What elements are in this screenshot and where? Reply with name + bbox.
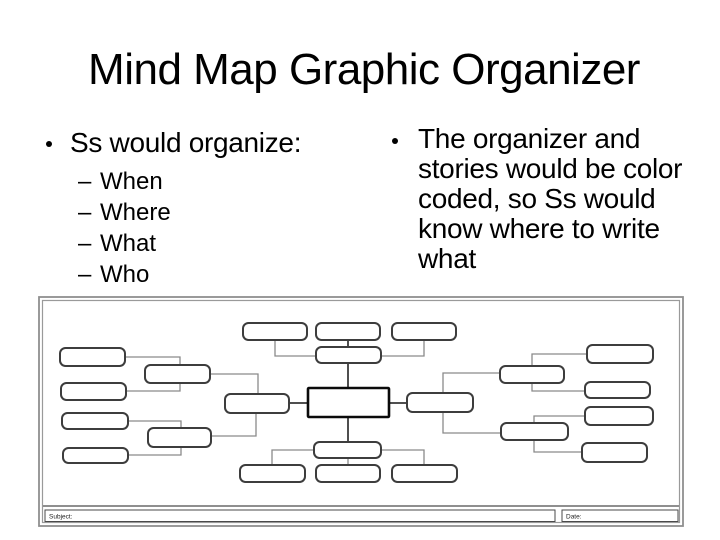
mind-map-connector	[531, 353, 587, 366]
subject-cell	[44, 509, 556, 522]
mind-map-box	[61, 412, 129, 430]
right-bullet-line: stories would be color	[418, 153, 683, 184]
right-bullet-line: coded, so Ss would	[418, 183, 656, 214]
mind-map-central-box	[306, 386, 391, 419]
mind-map-connector	[381, 449, 425, 465]
mind-map-box	[313, 441, 382, 459]
slide-title: Mind Map Graphic Organizer	[88, 45, 640, 94]
mind-map-box	[144, 364, 211, 384]
date-label: Date:	[566, 514, 582, 521]
sub-item-where: –Where	[78, 198, 171, 228]
mind-map-connector	[381, 340, 425, 357]
mind-map-connector	[274, 340, 316, 357]
right-bullet-line: what	[418, 243, 476, 274]
right-bullet-line: The organizer and	[418, 123, 641, 154]
mind-map-box	[584, 381, 651, 399]
mind-map-connector	[442, 372, 500, 393]
sub-item-who: –Who	[78, 260, 149, 290]
mind-map-outer-frame	[38, 296, 684, 527]
mind-map-box	[500, 422, 569, 441]
mind-map-graph	[59, 322, 654, 483]
mind-map-box	[406, 392, 474, 413]
sub-item-what: –What	[78, 229, 156, 259]
dash-icon: –	[78, 261, 92, 288]
dash-icon: –	[78, 168, 92, 195]
mind-map-connector	[125, 356, 181, 365]
mind-map-connector	[271, 449, 314, 465]
mind-map-image: Subject: Date:	[38, 296, 684, 527]
mind-map-box	[584, 406, 654, 426]
mind-map-svg: Subject: Date:	[38, 296, 684, 527]
bullet-icon	[46, 141, 52, 147]
right-bullet-line: know where to write	[418, 213, 660, 244]
right-bullet-text: The organizer and stories would be color…	[418, 124, 708, 274]
mind-map-box	[315, 346, 382, 364]
dash-icon: –	[78, 230, 92, 257]
mind-map-box	[315, 322, 381, 341]
mind-map-box	[239, 464, 306, 483]
sub-item-label: Where	[100, 199, 171, 226]
mind-map-box	[62, 447, 129, 464]
sub-item-label: When	[100, 168, 163, 195]
mind-map-box	[499, 365, 565, 384]
mind-map-box	[147, 427, 212, 448]
mind-map-connector	[128, 447, 182, 456]
mind-map-box	[242, 322, 308, 341]
mind-map-box	[59, 347, 126, 367]
mind-map-connector	[126, 383, 181, 392]
mind-map-connector	[128, 420, 182, 428]
mind-map-box	[60, 382, 127, 401]
mind-map-connector	[210, 373, 259, 394]
mind-map-box	[224, 393, 290, 414]
mind-map-box	[581, 442, 648, 463]
bullet-icon	[392, 138, 398, 144]
mind-map-box	[391, 322, 457, 341]
sub-item-when: –When	[78, 167, 163, 197]
mind-map-connector	[533, 415, 585, 423]
date-cell	[561, 509, 679, 522]
mind-map-connector	[442, 412, 501, 434]
mind-map-box	[586, 344, 654, 364]
mind-map-inner-frame	[41, 299, 681, 524]
left-bullet-text: Ss would organize:	[70, 127, 302, 158]
dash-icon: –	[78, 199, 92, 226]
sub-item-label: Who	[100, 261, 150, 288]
subject-label: Subject:	[49, 514, 73, 521]
mind-map-connector	[211, 413, 257, 437]
sub-item-label: What	[100, 230, 157, 257]
mind-map-connector	[533, 440, 582, 453]
mind-map-box	[315, 464, 381, 483]
mind-map-connector	[531, 383, 585, 392]
mind-map-box	[391, 464, 458, 483]
